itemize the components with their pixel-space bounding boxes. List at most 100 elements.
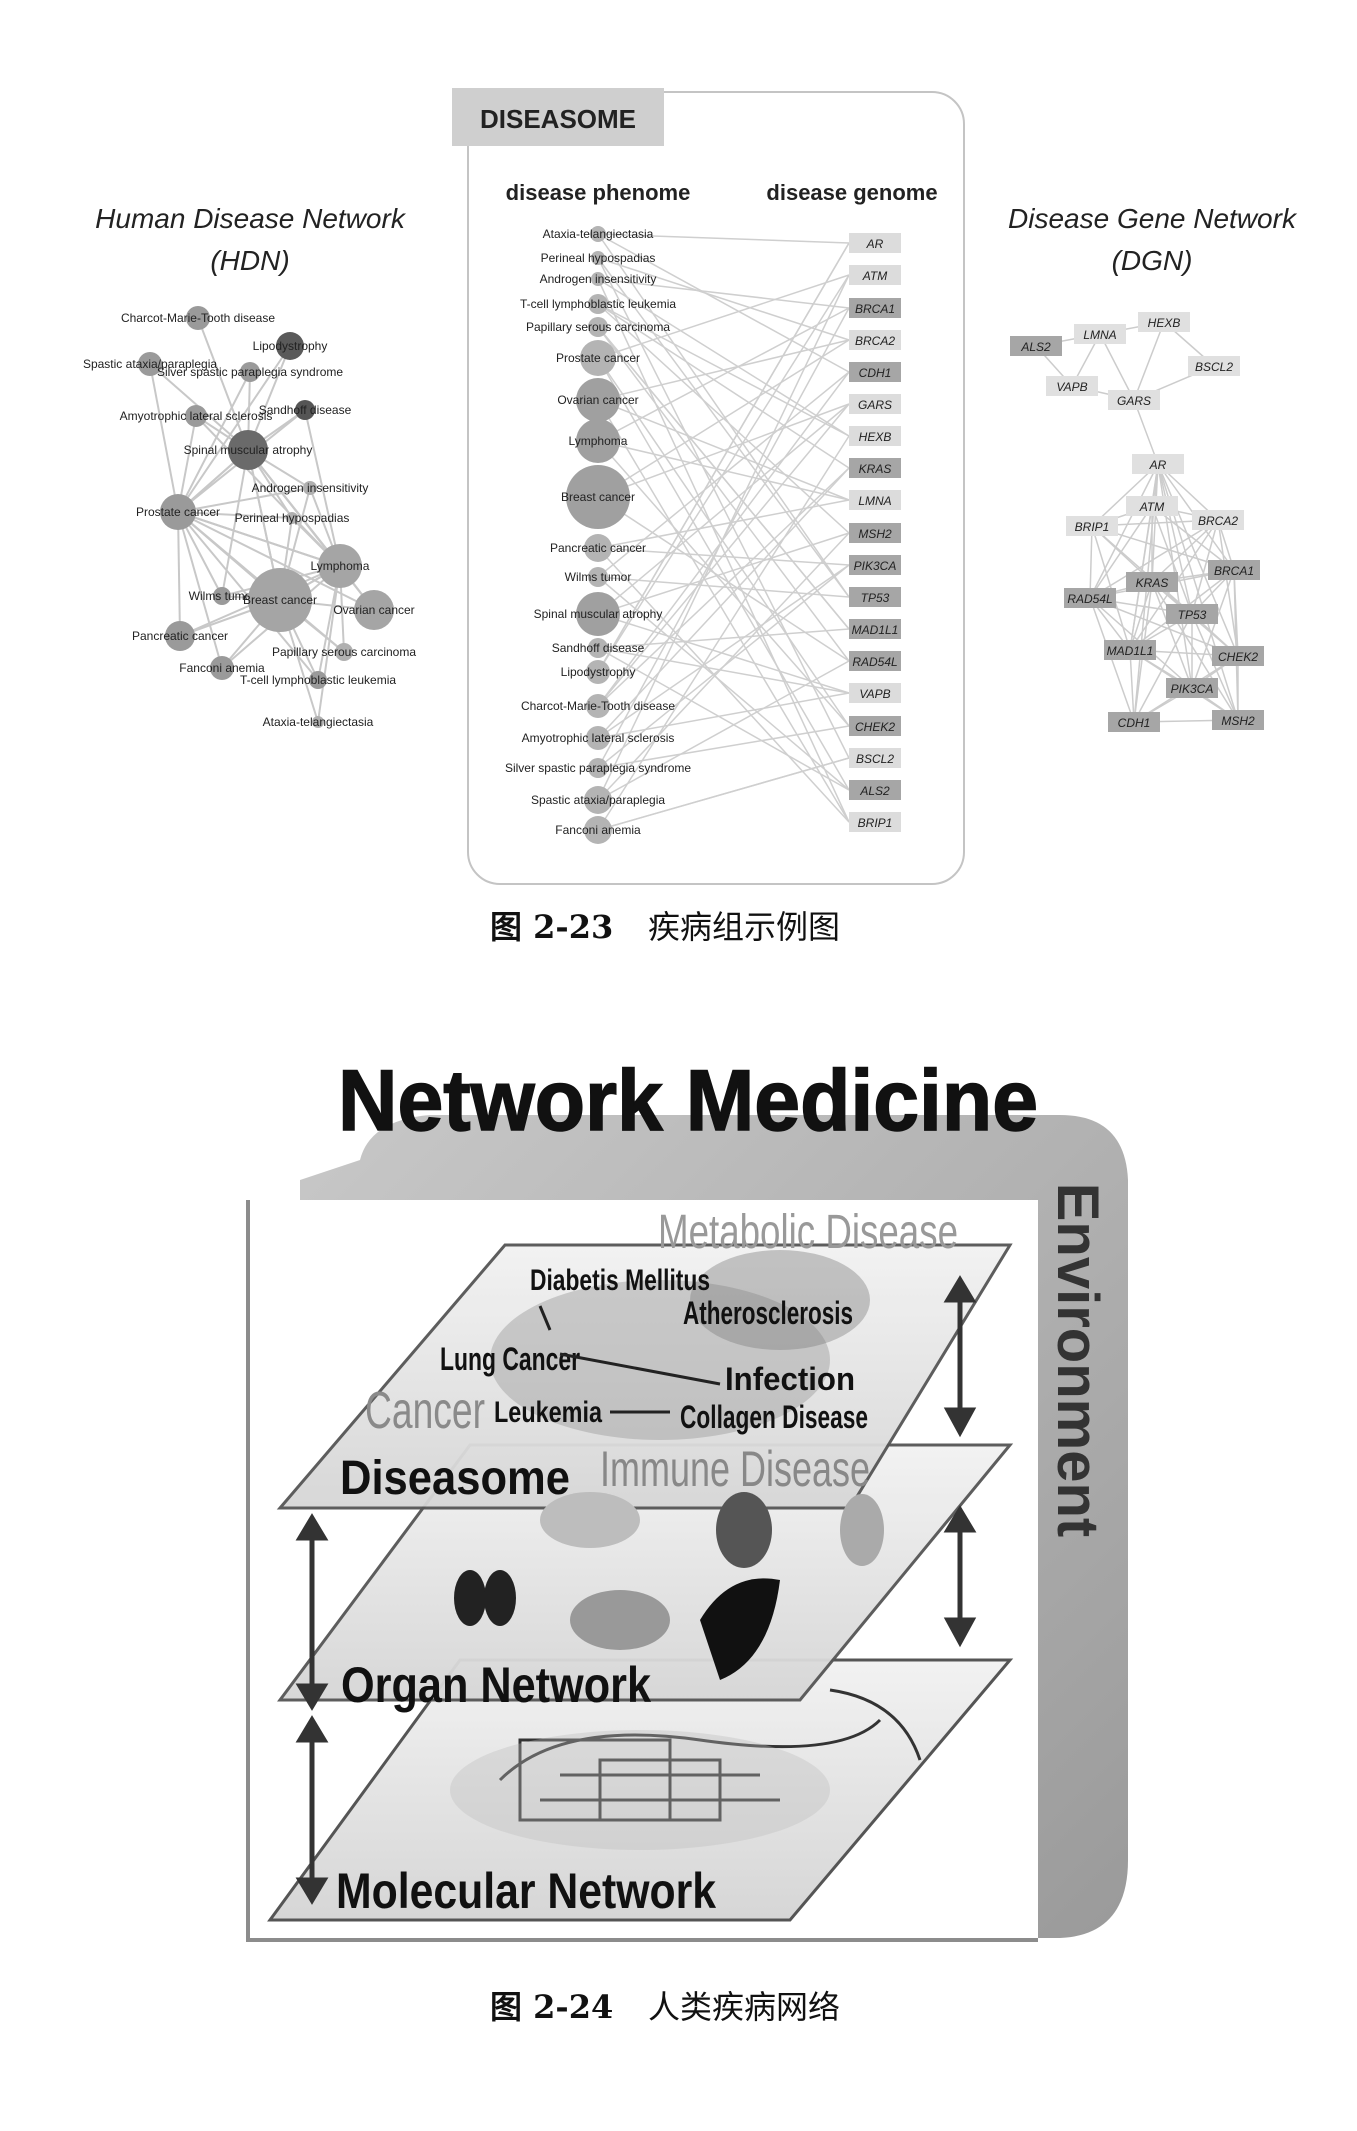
diseasome-gene-label: CDH1: [859, 366, 892, 380]
diseasome-gene-box: [849, 458, 901, 478]
diseasome-gene-label: KRAS: [859, 462, 892, 476]
diseasome-edge: [597, 278, 850, 309]
diseasome-edge: [597, 233, 850, 373]
molecular-membrane: [450, 1730, 830, 1850]
diseasome-edge: [597, 467, 850, 739]
hdn-title: Human Disease Network: [95, 203, 407, 234]
hdn-node: [286, 512, 298, 524]
diseasome-gene-label: TP53: [861, 591, 890, 605]
diseasome-edge: [597, 307, 850, 442]
hdn-edges: [149, 317, 375, 723]
diseasome-disease-node: [588, 317, 608, 337]
diseasome-edge: [597, 496, 850, 662]
diseasome-disease-node: [576, 419, 620, 463]
figure-2-23: Human Disease Network (HDN) Charcot-Mari…: [83, 88, 1298, 946]
diseasome-disease-label: Fanconi anemia: [555, 823, 641, 837]
diseasome-disease-node: [580, 340, 616, 376]
diseasome-gene-box: [849, 748, 901, 768]
dgn-gene-label: MAD1L1: [1107, 644, 1154, 658]
hdn-edge: [317, 565, 341, 723]
hdn-edge: [177, 511, 293, 519]
lung-icon: [840, 1494, 884, 1566]
diseasome-disease-node: [584, 534, 612, 562]
diseasome-gene-box: [849, 490, 901, 510]
diseasome-gene-label: ALS2: [859, 784, 890, 798]
diabetes-label: Diabetis Mellitus: [530, 1264, 710, 1297]
atherosclerosis-label: Atherosclerosis: [683, 1295, 853, 1331]
diseasome-gene-box: [849, 780, 901, 800]
diseasome-edge: [597, 274, 850, 801]
diseasome-gene-box: [849, 683, 901, 703]
diseasome-gene-label: MAD1L1: [852, 623, 899, 637]
hdn-node: [248, 568, 312, 632]
caption-2-23-text: 疾病组示例图: [648, 908, 840, 946]
dgn-title: Disease Gene Network: [1008, 203, 1298, 234]
hdn-node: [228, 430, 268, 470]
stomach-icon: [570, 1590, 670, 1650]
dgn-gene-label: RAD54L: [1067, 592, 1112, 606]
hdn-nodes: Charcot-Marie-Tooth diseaseLipodystrophy…: [83, 306, 416, 729]
hdn-edge: [304, 409, 341, 567]
dgn-gene-label: KRAS: [1136, 576, 1169, 590]
diseasome-gene-label: MSH2: [858, 527, 892, 541]
diseasome-edge: [597, 257, 850, 598]
hdn-node-label: Charcot-Marie-Tooth disease: [121, 311, 275, 325]
diseasome-edge: [597, 257, 850, 341]
diseasome-edge: [597, 403, 850, 615]
diseasome-gene-box: [849, 394, 901, 414]
caption-2-24-number: 图 2-24: [490, 1988, 613, 2026]
diseasome-edge: [597, 547, 850, 566]
diseasome-disease-label: Androgen insensitivity: [540, 272, 657, 286]
lung-cancer-label: Lung Cancer: [440, 1341, 580, 1377]
diseasome-gene-label: BRCA2: [855, 334, 895, 348]
diseasome-disease-node: [588, 294, 608, 314]
dgn-edge: [1151, 581, 1193, 689]
diseasome-disease-label: Lymphoma: [569, 434, 628, 448]
diseasome-edge: [597, 440, 850, 501]
dgn-gene-label: TP53: [1178, 608, 1207, 622]
immune-disease-label: Immune Disease: [600, 1441, 870, 1497]
diseasome-edge: [597, 576, 850, 791]
dgn-edge: [1151, 505, 1235, 571]
hdn-node-label: Androgen insensitivity: [252, 481, 369, 495]
hdn-edge: [177, 511, 341, 567]
dgn-gene-box: [1192, 510, 1244, 530]
caption-2-24-text: 人类疾病网络: [648, 1988, 840, 2026]
hdn-node-label: Breast cancer: [243, 593, 317, 607]
hdn-node-label: Ovarian cancer: [333, 603, 414, 617]
diseasome-gene-box: [849, 523, 901, 543]
heart-icon: [716, 1492, 772, 1568]
network-medicine-title: Network Medicine: [338, 1053, 1038, 1149]
hdn-node-label: Prostate cancer: [136, 505, 220, 519]
hdn-node-label: Pancreatic cancer: [132, 629, 228, 643]
collagen-disease-label: Collagen Disease: [680, 1399, 868, 1435]
diseasome-layer-label: Diseasome: [340, 1452, 570, 1505]
kidney-icon: [484, 1570, 516, 1626]
nm-inner-shadow: [246, 1200, 1038, 1942]
diseasome-disease-node: [566, 465, 630, 529]
dgn-edge: [1089, 525, 1093, 599]
diseasome-disease-label: Ovarian cancer: [557, 393, 638, 407]
diseasome-gene-box: [849, 651, 901, 671]
diseasome-edge: [597, 278, 850, 823]
dgn-edge: [1091, 463, 1159, 527]
dgn-gene-box: [1010, 336, 1062, 356]
diseasome-gene-label: GARS: [858, 398, 892, 412]
hdn-node: [210, 656, 234, 680]
dgn-gene-label: CDH1: [1118, 716, 1151, 730]
diseasome-gene-label: AR: [866, 237, 884, 251]
diseasome-edges: [597, 233, 850, 831]
infection-label: Infection: [725, 1361, 855, 1397]
diseasome-gene-box: [849, 265, 901, 285]
hdn-node: [276, 332, 304, 360]
dgn-gene-box: [1132, 454, 1184, 474]
hdn-edge: [177, 511, 319, 681]
dgn-gene-label: VAPB: [1056, 380, 1087, 394]
dgn-edge: [1091, 525, 1193, 615]
diseasome-edge: [597, 467, 850, 707]
phenome-heading: disease phenome: [506, 180, 691, 205]
diseasome-edge: [597, 440, 850, 727]
dgn-edge: [1129, 649, 1135, 723]
